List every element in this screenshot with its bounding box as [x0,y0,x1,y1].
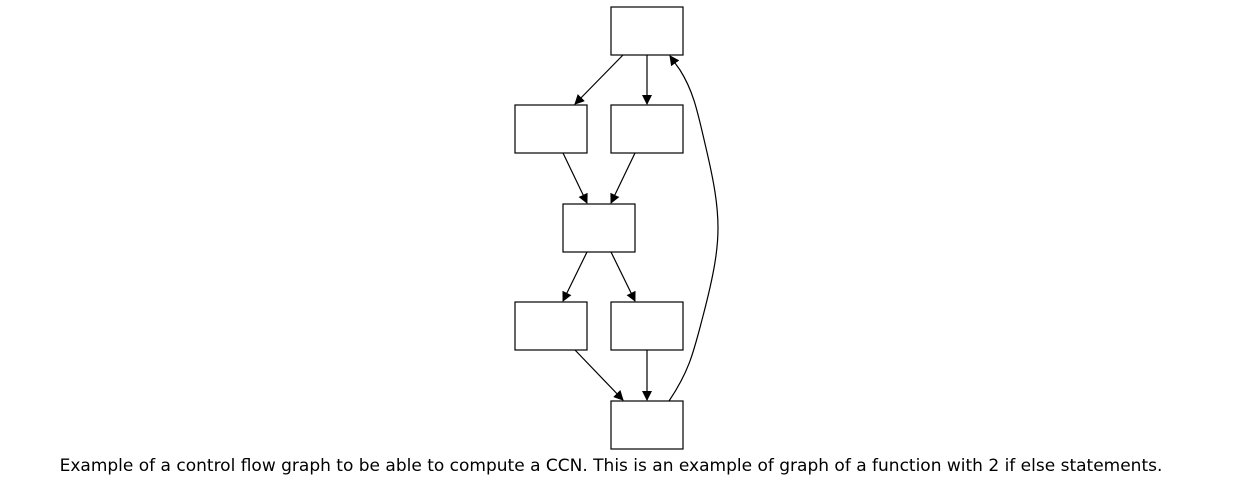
node-if1-else [610,104,684,154]
edge-join1-to-if2-else [610,251,636,302]
edge-entry-to-if1-then [574,54,624,105]
node-if2-then [514,301,588,351]
edge-join1-to-if2-then [562,251,588,302]
node-if2-else [610,301,684,351]
node-if1-then [514,104,588,154]
node-entry [610,6,684,56]
nodes [514,6,684,450]
node-exit [610,400,684,450]
edge-if1-else-to-join1 [610,152,636,204]
edge-if2-then-to-exit [574,349,624,401]
edge-if1-then-to-join1 [562,152,588,204]
edge-exit-to-entry [668,55,719,402]
figure-caption: Example of a control flow graph to be ab… [59,456,1163,476]
edges [562,54,719,402]
node-join1 [562,203,636,253]
